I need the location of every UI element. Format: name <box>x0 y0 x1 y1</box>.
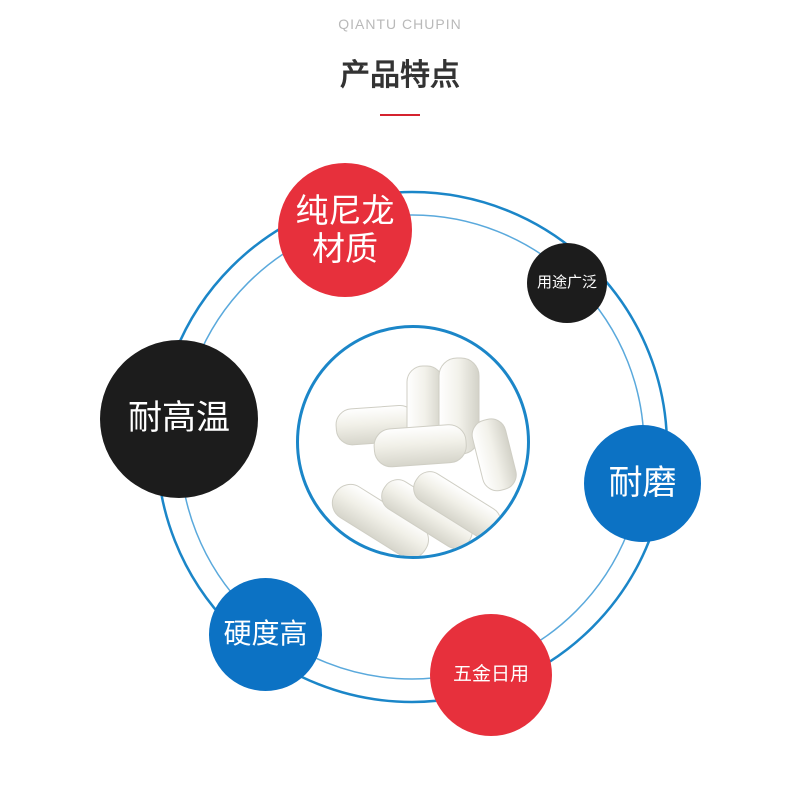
header-subtitle: QIANTU CHUPIN <box>338 16 462 32</box>
feature-badge-wear-resistant: 耐磨 <box>584 425 701 542</box>
feature-badge-wide-use: 用途广泛 <box>527 243 607 323</box>
feature-label: 五金日用 <box>452 663 529 686</box>
page-title: 产品特点 <box>340 58 460 93</box>
feature-label: 耐高温 <box>128 398 230 439</box>
product-photo <box>331 357 517 556</box>
feature-badge-nylon-material: 纯尼龙 材质 <box>278 163 412 297</box>
feature-badge-high-hardness: 硬度高 <box>209 578 322 691</box>
rod <box>413 471 502 539</box>
rod <box>373 424 467 468</box>
product-image-frame <box>296 325 530 559</box>
feature-label: 用途广泛 <box>536 273 597 292</box>
feature-label: 耐磨 <box>608 462 677 503</box>
feature-badge-heat-resistant: 耐高温 <box>100 340 258 498</box>
feature-badge-hardware-daily-use: 五金日用 <box>430 614 552 736</box>
feature-label: 纯尼龙 材质 <box>295 191 395 268</box>
feature-label: 硬度高 <box>223 617 308 651</box>
title-underline <box>380 114 420 116</box>
rod <box>471 418 517 492</box>
